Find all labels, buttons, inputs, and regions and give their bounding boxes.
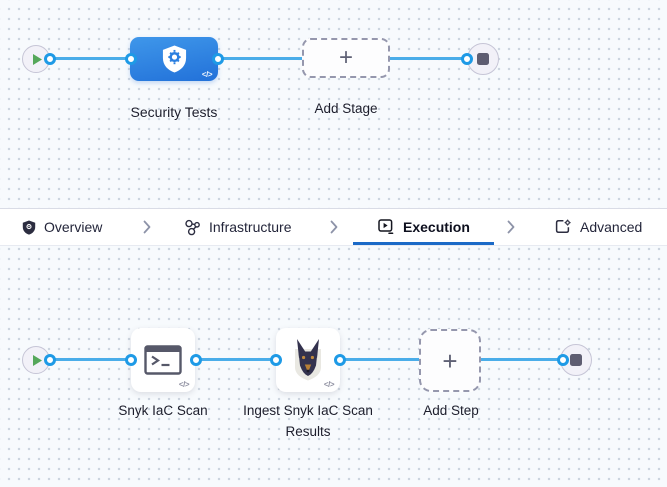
stage-node-security-tests[interactable]: </>	[130, 37, 218, 81]
shield-icon	[22, 220, 36, 235]
connector-port	[190, 354, 202, 366]
code-icon: </>	[178, 380, 190, 389]
add-step-button[interactable]: +	[419, 329, 481, 392]
plus-icon: +	[442, 345, 458, 376]
code-icon: </>	[201, 70, 213, 79]
stop-icon	[477, 53, 489, 65]
gear-square-icon	[555, 219, 571, 234]
step-node-ingest-snyk-results[interactable]: </>	[276, 328, 340, 392]
stage-connector-line	[36, 57, 483, 60]
security-shield-gear-icon	[162, 45, 186, 73]
chevron-right-icon	[143, 209, 151, 245]
plus-icon: +	[338, 44, 353, 71]
chevron-right-icon	[330, 209, 338, 245]
add-stage-label: Add Stage	[314, 101, 378, 116]
tab-overview[interactable]: Overview	[22, 209, 102, 245]
code-icon: </>	[323, 380, 335, 389]
connector-port	[44, 53, 56, 65]
snyk-doberman-icon	[295, 339, 321, 381]
connector-port	[557, 354, 569, 366]
add-stage-button[interactable]: +	[302, 38, 390, 78]
tab-execution[interactable]: Execution	[378, 209, 470, 245]
step-label: Ingest Snyk IaC Scan Results	[243, 403, 373, 439]
connector-port	[125, 53, 137, 65]
connector-port	[125, 354, 137, 366]
tab-infrastructure[interactable]: Infrastructure	[184, 209, 291, 245]
active-tab-underline	[353, 242, 494, 245]
play-square-icon	[378, 219, 394, 235]
add-step-label: Add Step	[423, 403, 479, 418]
play-icon	[33, 354, 42, 366]
chevron-right-icon	[507, 209, 515, 245]
tab-advanced[interactable]: Advanced	[555, 209, 642, 245]
connector-port	[461, 53, 473, 65]
stage-label: Security Tests	[130, 104, 218, 120]
stop-icon	[570, 354, 582, 366]
connector-port	[334, 354, 346, 366]
step-label: Snyk IaC Scan	[118, 403, 208, 418]
play-icon	[33, 53, 42, 65]
stage-config-tab-bar: Overview Infrastructure Execution	[0, 208, 667, 246]
tab-label: Overview	[44, 219, 103, 235]
connector-port	[44, 354, 56, 366]
step-node-snyk-iac-scan[interactable]: </>	[131, 328, 195, 392]
nodes-icon	[185, 219, 200, 235]
terminal-icon	[144, 345, 182, 375]
connector-port	[212, 53, 224, 65]
connector-port	[270, 354, 282, 366]
tab-label: Advanced	[580, 219, 643, 235]
tab-label: Infrastructure	[209, 219, 292, 235]
tab-label: Execution	[403, 219, 470, 235]
